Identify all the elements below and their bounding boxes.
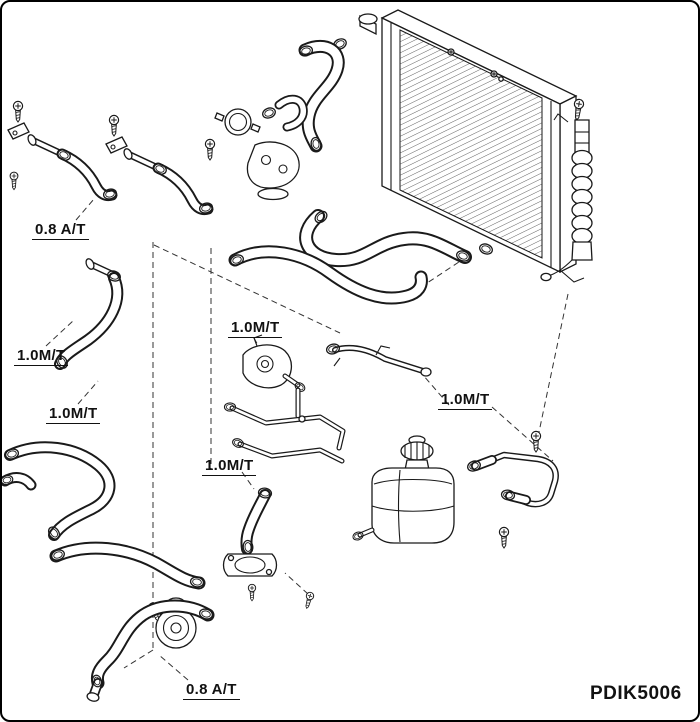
middle-bypass-hose [228, 245, 428, 305]
lower-radiator-hose [299, 208, 472, 268]
diagram-code: PDIK5006 [590, 683, 682, 704]
diagram-label-10mt-left-1: 1.0M/T [14, 347, 69, 366]
thermostat-housing-assembly [222, 486, 278, 602]
metal-coolant-pipes [223, 387, 346, 464]
radiator-overflow-hose [540, 98, 593, 282]
heater-pipe-assembly-2 [105, 114, 216, 216]
thermostat-cap-assembly [214, 94, 308, 201]
screw-icon [12, 100, 24, 123]
heater-pipe-assembly-1 [7, 100, 119, 202]
expansion-tank-cap [400, 435, 434, 471]
left-lower-hose [2, 441, 116, 542]
leader-lines [45, 198, 569, 681]
bottom-heater-hose-2 [86, 599, 215, 702]
hose-clamp-icon [260, 105, 278, 121]
bottom-heater-hose-1 [49, 541, 206, 590]
screw-icon [9, 171, 19, 191]
right-coolant-tube [465, 430, 559, 549]
left-heater-hose [53, 258, 124, 371]
right-branch-pipe [324, 342, 432, 377]
screw-icon [247, 583, 257, 602]
diagram-label-10mt-lower: 1.0M/T [202, 457, 257, 476]
screw-icon [108, 114, 120, 137]
screw-icon [498, 526, 510, 549]
screw-icon [204, 138, 216, 161]
diagram-label-10mt-center: 1.0M/T [228, 319, 283, 338]
radiator-filler-neck [358, 13, 378, 36]
diagram-label-10mt-left-2: 1.0M/T [46, 405, 101, 424]
expansion-tank [351, 435, 455, 544]
radiator [331, 9, 585, 283]
screw-icon [302, 591, 315, 610]
diagram-label-10mt-right: 1.0M/T [438, 391, 493, 410]
drain-ring-icon [477, 241, 495, 257]
diagram-label-08at-bottom: 0.8 A/T [183, 681, 240, 700]
coolant-pump [242, 334, 307, 394]
upper-radiator-hose [297, 39, 345, 153]
diagram-label-08at-top: 0.8 A/T [32, 221, 89, 240]
